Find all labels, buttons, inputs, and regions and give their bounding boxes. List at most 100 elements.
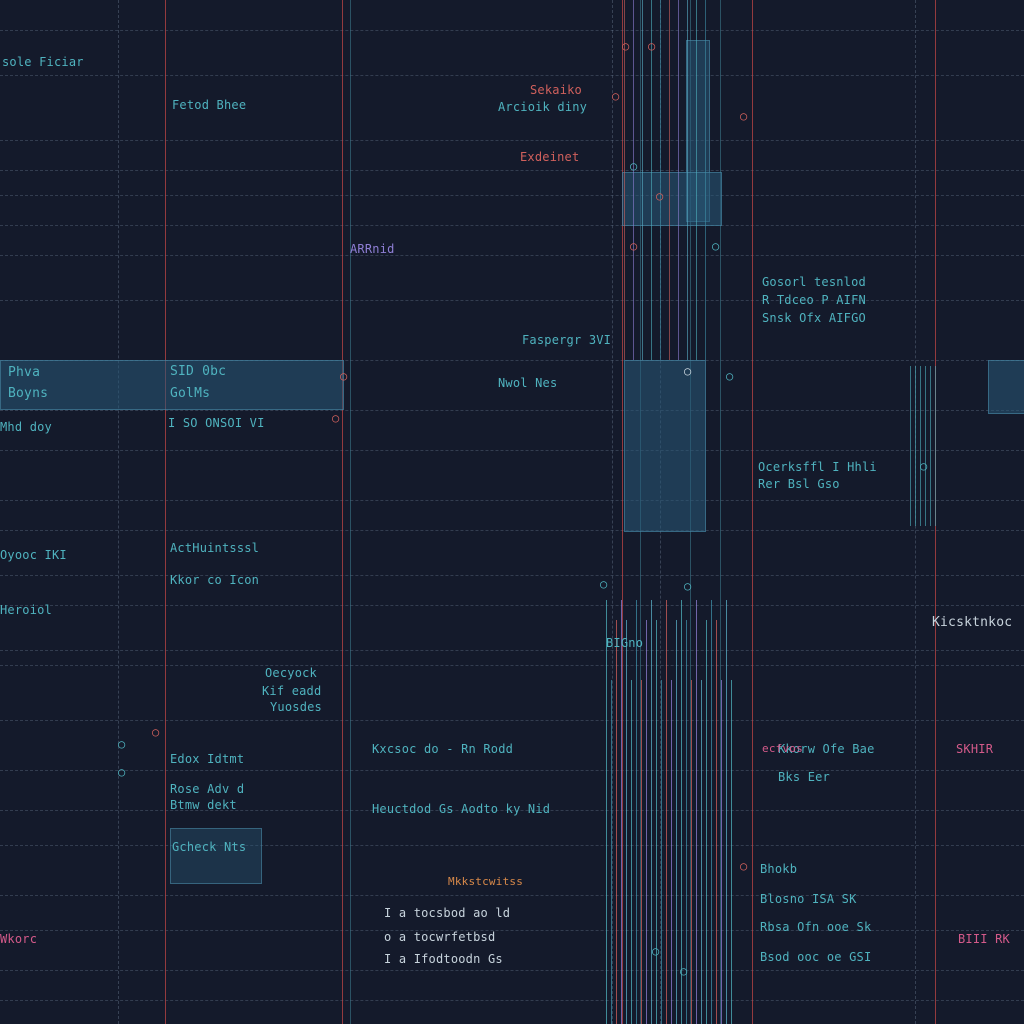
bus-strand bbox=[651, 600, 652, 1024]
label-mkkstcwitss: Mkkstcwitss bbox=[448, 875, 524, 888]
highlight-column bbox=[624, 360, 706, 532]
bus-strand bbox=[606, 600, 607, 1024]
grid-line-h bbox=[0, 770, 1024, 771]
label-gosorl: Gosorl tesnlod bbox=[762, 275, 866, 289]
node-marker: ○ bbox=[152, 725, 160, 739]
label-bks: Bks Eer bbox=[778, 770, 830, 784]
label-blosno: Blosno ISA SK bbox=[760, 892, 857, 906]
grid-line-h bbox=[0, 845, 1024, 846]
label-bhokb: Bhokb bbox=[760, 862, 798, 876]
label-boyns: Boyns bbox=[8, 386, 49, 401]
bus-strand bbox=[920, 366, 921, 526]
label-ecfvos: ecfvos bbox=[762, 742, 803, 755]
bus-strand bbox=[633, 0, 634, 360]
label-oyooc: Oyooc IKI bbox=[0, 548, 67, 562]
bus-strand bbox=[678, 0, 679, 360]
label-kicsktnkoc: Kicsktnkoc bbox=[932, 615, 1013, 630]
grid-line-v bbox=[612, 0, 613, 1024]
bus-strand bbox=[726, 600, 727, 1024]
trace-line-v bbox=[165, 0, 166, 1024]
label-kif: Kif eadd bbox=[262, 684, 322, 698]
label-rtdceo: R Tdceo P AIFN bbox=[762, 293, 866, 307]
highlight-bar bbox=[0, 360, 344, 410]
bus-strand bbox=[696, 0, 697, 360]
grid-line-v bbox=[118, 0, 119, 1024]
bus-strand bbox=[636, 600, 637, 1024]
grid-line-h bbox=[0, 970, 1024, 971]
node-marker: ○ bbox=[684, 364, 692, 378]
label-rose: Rose Adv d bbox=[170, 782, 245, 796]
grid-line-h bbox=[0, 895, 1024, 896]
grid-line-h bbox=[0, 930, 1024, 931]
grid-line-h bbox=[0, 500, 1024, 501]
grid-line-h bbox=[0, 575, 1024, 576]
grid-line-h bbox=[0, 300, 1024, 301]
bus-strand bbox=[910, 366, 911, 526]
grid-line-h bbox=[0, 720, 1024, 721]
label-golms: GolMs bbox=[170, 386, 211, 401]
bus-strand bbox=[696, 600, 697, 1024]
bus-strand bbox=[716, 620, 717, 1024]
node-marker: ○ bbox=[712, 239, 720, 253]
bus-strand bbox=[705, 0, 706, 360]
bus-strand bbox=[711, 600, 712, 1024]
label-kkorw: Kkorw Ofe Bae bbox=[778, 742, 875, 756]
label-btmw: Btmw dekt bbox=[170, 798, 237, 812]
label-mhd: Mhd doy bbox=[0, 420, 52, 434]
label-wkorc: Wkorc bbox=[0, 932, 38, 946]
node-marker: ○ bbox=[612, 89, 620, 103]
label-sid: SID 0bc bbox=[170, 364, 227, 379]
label-snsk: Snsk Ofx AIFGO bbox=[762, 311, 866, 325]
label-exdeinet: Exdeinet bbox=[520, 150, 580, 164]
label-acthuint: ActHuintsssl bbox=[170, 541, 260, 555]
grid-line-h bbox=[0, 605, 1024, 606]
grid-line-h bbox=[0, 1000, 1024, 1001]
grid-line-h bbox=[0, 810, 1024, 811]
label-tocwrfet: o a tocwrfetbsd bbox=[384, 930, 496, 944]
node-marker: ○ bbox=[332, 411, 340, 425]
label-isoonsoi: I SO ONSOI VI bbox=[168, 416, 265, 430]
label-oecyock: Oecyock bbox=[265, 666, 317, 680]
grid-line-h bbox=[0, 450, 1024, 451]
bus-strand bbox=[701, 680, 702, 1024]
node-marker: ○ bbox=[118, 737, 126, 751]
node-marker: ○ bbox=[740, 859, 748, 873]
node-marker: ○ bbox=[340, 369, 348, 383]
label-sole: sole Ficiar bbox=[2, 55, 84, 69]
grid-line-h bbox=[0, 140, 1024, 141]
node-marker: ○ bbox=[726, 369, 734, 383]
node-marker: ○ bbox=[630, 239, 638, 253]
bus-strand bbox=[930, 366, 931, 526]
grid-line-h bbox=[0, 410, 1024, 411]
trace-line-v bbox=[622, 0, 623, 1024]
grid-line-h bbox=[0, 225, 1024, 226]
bus-strand bbox=[925, 366, 926, 526]
highlight-cell bbox=[622, 172, 722, 226]
label-ocerksffl: Ocerksffl I Hhli bbox=[758, 460, 877, 474]
grid-line-h bbox=[0, 170, 1024, 171]
bus-strand bbox=[691, 680, 692, 1024]
node-marker: ○ bbox=[622, 39, 630, 53]
bus-strand bbox=[687, 0, 688, 360]
bus-strand bbox=[686, 620, 687, 1024]
grid-line-h bbox=[0, 75, 1024, 76]
bus-strand bbox=[935, 366, 936, 526]
bus-strand bbox=[666, 600, 667, 1024]
label-yuosdes: Yuosdes bbox=[270, 700, 322, 714]
label-ifodtoodn: I a Ifodtoodn Gs bbox=[384, 952, 503, 966]
grid-line-h bbox=[0, 665, 1024, 666]
label-bikk: BIII RK bbox=[958, 932, 1010, 946]
trace-line-v bbox=[752, 0, 753, 1024]
bus-strand bbox=[706, 620, 707, 1024]
label-sekaiko: Sekaiko bbox=[530, 83, 582, 97]
label-fetod: Fetod Bhee bbox=[172, 98, 247, 112]
node-marker: ○ bbox=[600, 577, 608, 591]
bus-strand bbox=[616, 620, 617, 1024]
label-bsod: Bsod ooc oe GSI bbox=[760, 950, 872, 964]
label-heroiol: Heroiol bbox=[0, 603, 52, 617]
grid-line-h bbox=[0, 30, 1024, 31]
label-heuctdod: Heuctdod Gs Aodto ky Nid bbox=[372, 802, 551, 816]
label-kkor: Kkor co Icon bbox=[170, 573, 260, 587]
bus-strand bbox=[624, 0, 625, 360]
